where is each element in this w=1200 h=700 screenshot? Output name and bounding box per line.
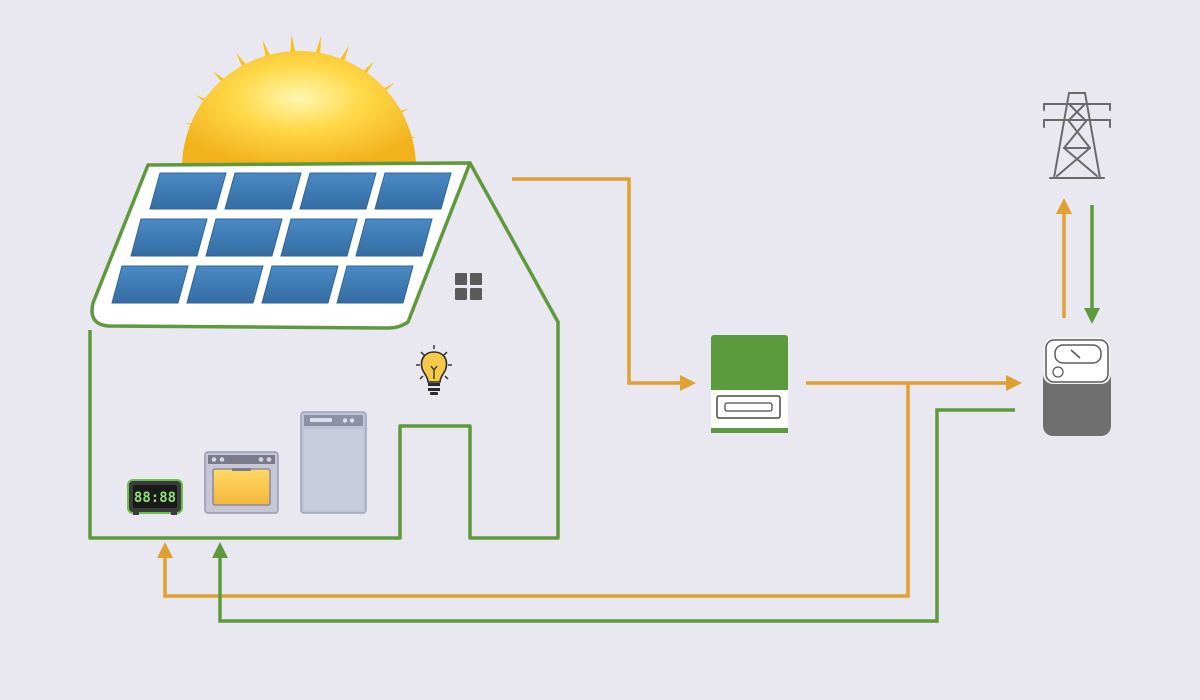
inverter-icon — [711, 335, 788, 433]
solar-panel — [205, 218, 283, 257]
oven-icon — [204, 451, 279, 514]
solar-panel — [374, 172, 452, 210]
solar-panel — [261, 265, 339, 304]
window-icon — [455, 273, 482, 300]
arrow-into-inverter — [680, 375, 696, 391]
solar-panel — [149, 172, 227, 210]
sun-icon — [181, 34, 417, 168]
light-bulb-icon — [416, 345, 452, 395]
solar-panel — [280, 218, 358, 257]
arrow-into-meter — [1006, 375, 1022, 391]
house-icon — [88, 162, 560, 540]
power-pylon-icon — [1043, 92, 1111, 179]
roof — [90, 161, 472, 330]
electric-meter-icon — [1043, 337, 1111, 436]
solar-panel — [224, 172, 302, 210]
solar-panel — [186, 265, 264, 304]
solar-panel — [111, 265, 189, 304]
solar-panel — [355, 218, 433, 257]
arrow-into-pylon — [1056, 198, 1072, 214]
dishwasher-icon — [300, 411, 367, 514]
solar-panel — [299, 172, 377, 210]
flow-panels-to-inverter — [512, 177, 682, 385]
clock-display: 88:88 — [134, 490, 176, 506]
flow-lines — [157, 177, 1100, 623]
solar-panel-icon — [111, 172, 452, 304]
arrow-into-house-grid — [212, 542, 228, 558]
alarm-clock-icon: 88:88 — [127, 479, 183, 515]
flow-inverter-to-house — [163, 383, 910, 598]
flow-meter-to-house — [218, 408, 1015, 623]
arrow-into-meter-from-grid — [1084, 308, 1100, 324]
arrow-into-house-solar — [157, 542, 173, 558]
solar-panel — [336, 265, 414, 304]
solar-panel — [130, 218, 208, 257]
